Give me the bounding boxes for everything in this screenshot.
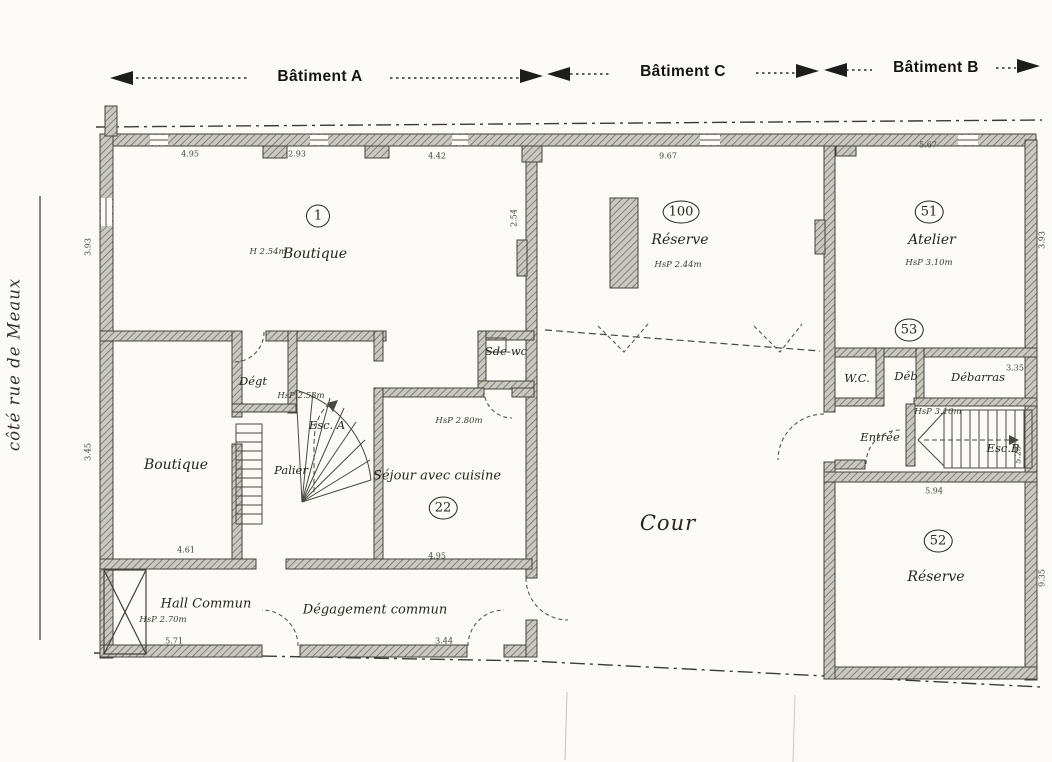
window-openings xyxy=(101,135,978,226)
dimension-label: 5.94 xyxy=(925,486,943,496)
stair-left xyxy=(235,423,263,525)
ceiling-height-sejour: HsP 2.80m xyxy=(435,416,483,426)
glazing-line xyxy=(544,329,821,352)
room-label-wc: W.C. xyxy=(844,371,870,385)
dimension-label: 9.35 xyxy=(1037,569,1047,587)
dimension-label: 3.93 xyxy=(1037,231,1047,249)
room-label-entree: Entrée xyxy=(860,430,900,444)
building-a-label: Bâtiment A xyxy=(277,68,363,85)
room-label-sejour: Séjour avec cuisine xyxy=(372,468,502,484)
room-label-debarras: Débarras xyxy=(951,370,1005,384)
room-label-boutique-left: Boutique xyxy=(143,457,209,473)
room-label-atelier: Atelier xyxy=(908,232,956,248)
dimension-label: 4.42 xyxy=(428,151,446,161)
ceiling-height-esc-b: HsP 3.10m xyxy=(914,407,962,417)
header-arrows xyxy=(110,59,1040,85)
dimension-label: 4.95 xyxy=(181,149,199,159)
walls xyxy=(99,105,1038,681)
room-label-esc-b: Esc.B xyxy=(986,441,1020,455)
room-label-sde-wc: Sde-wc xyxy=(484,344,528,358)
room-label-palier: Palier xyxy=(274,463,308,477)
stair-esc-a xyxy=(295,389,372,503)
building-c-label: Bâtiment C xyxy=(640,63,726,80)
dimension-label: 5.67 xyxy=(919,140,937,150)
ceiling-height-atelier: HsP 3.10m xyxy=(905,258,953,268)
ceiling-height-reserve-c: HsP 2.44m xyxy=(654,260,702,270)
room-number-badge-reserve-b: 52 xyxy=(923,529,953,553)
dimension-label: 9.67 xyxy=(659,151,677,161)
door-arcs xyxy=(233,323,901,647)
building-b-label: Bâtiment B xyxy=(893,59,979,76)
room-label-boutique-main: Boutique xyxy=(282,246,348,262)
room-number-badge-sejour: 22 xyxy=(428,496,458,520)
room-label-hall: Hall Commun xyxy=(160,596,252,612)
room-label-esc-a: Esc. A xyxy=(308,418,346,432)
dimension-label: 4.95 xyxy=(428,551,446,561)
dimension-label: 3.93 xyxy=(83,238,93,256)
sdewc-fixture xyxy=(485,337,507,353)
street-label: côté rue de Meaux xyxy=(4,277,24,452)
dimension-label: 3.35 xyxy=(1006,363,1024,373)
service-box xyxy=(103,569,147,655)
room-label-degagement: Dégagement commun xyxy=(302,602,448,618)
dimension-label: 5.25 xyxy=(1013,446,1023,464)
scan-artifacts xyxy=(564,691,796,762)
dimension-label: 3.44 xyxy=(435,636,453,646)
stair-esc-b xyxy=(917,409,1033,469)
room-number-badge-deb: 53 xyxy=(894,318,924,342)
dimension-label: 4.61 xyxy=(177,545,195,555)
room-label-deb: Déb xyxy=(894,369,918,383)
dimension-label: 3.45 xyxy=(83,443,93,461)
dimension-label: 2.93 xyxy=(288,149,306,159)
room-label-reserve-c: Réserve xyxy=(651,232,709,248)
ceiling-height-boutique-main: H 2.54m xyxy=(249,247,287,257)
room-label-degt: Dégt xyxy=(238,374,268,388)
room-number-badge-boutique: 1 xyxy=(306,204,330,228)
room-number-badge-reserve-c: 100 xyxy=(662,200,700,224)
ceiling-height-hall: HsP 2.70m xyxy=(139,615,187,625)
ceiling-height-esc-a: HsP 2.53m xyxy=(277,391,325,401)
room-label-cour: Cour xyxy=(639,511,697,535)
room-label-reserve-b: Réserve xyxy=(907,569,965,585)
dimension-label: 5.71 xyxy=(165,636,183,646)
room-number-badge-atelier: 51 xyxy=(914,200,944,224)
dimension-label: 2.54 xyxy=(509,209,519,227)
